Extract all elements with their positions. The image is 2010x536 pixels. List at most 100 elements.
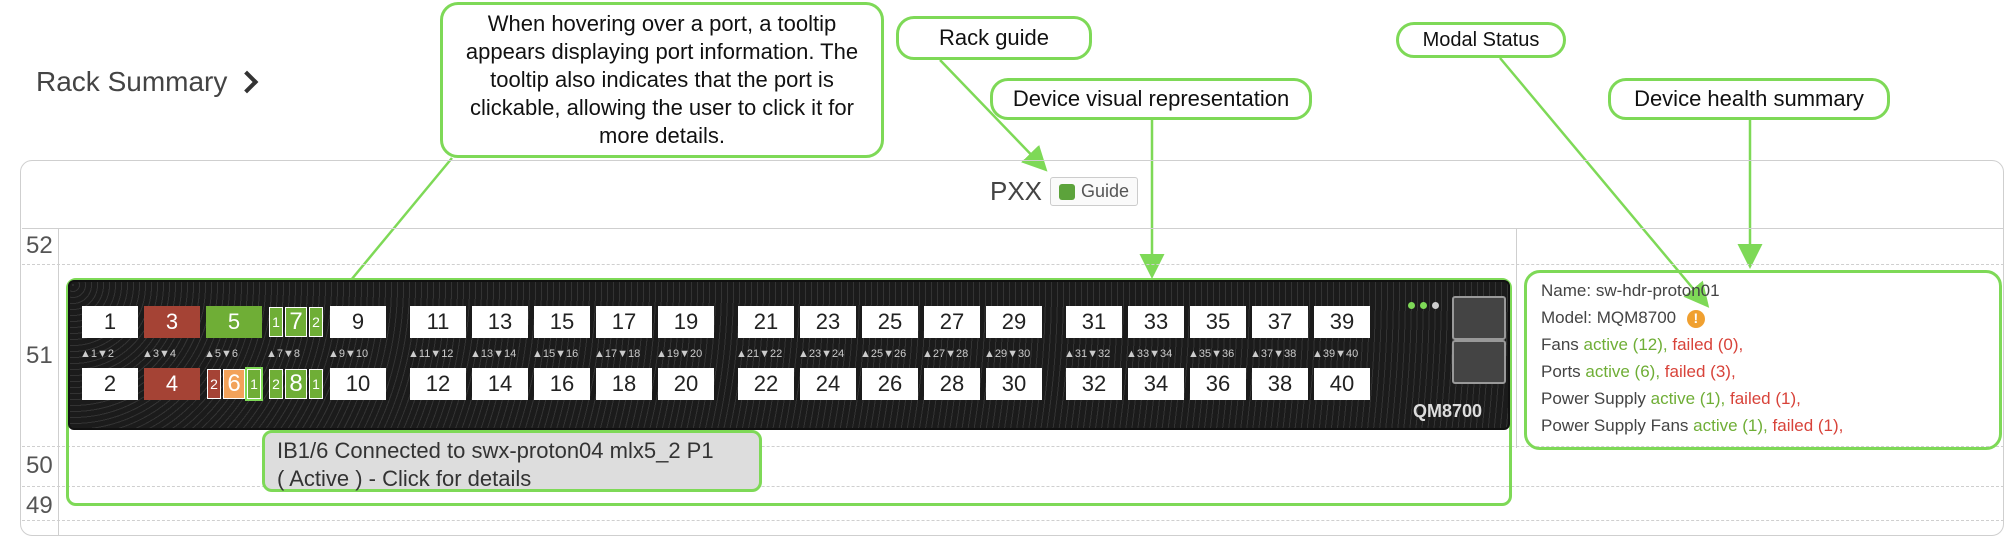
chevron-right-icon [236,70,259,94]
port-lane[interactable]: 1 [309,369,323,399]
port-pair-label: ▲1▼2 [80,348,115,360]
port-12[interactable]: 12 [410,368,466,400]
power-supply-failed: failed (1), [1730,389,1801,408]
port-lane[interactable]: 1 [269,307,283,337]
health-psf-row: Power Supply Fans active (1), failed (1)… [1541,412,1985,439]
port-pair-label: ▲17▼18 [594,348,641,360]
port-22[interactable]: 22 [738,368,794,400]
port-40[interactable]: 40 [1314,368,1370,400]
port-5[interactable]: 5 [206,306,262,338]
port-34[interactable]: 34 [1128,368,1184,400]
port-pair-label: ▲3▼4 [142,348,177,360]
port-pair-label: ▲9▼10 [328,348,369,360]
port-lane[interactable]: 2 [309,307,323,337]
callout-device-visual-text: Device visual representation [1012,86,1290,111]
port-19[interactable]: 19 [658,306,714,338]
model-label: Model: [1541,308,1593,327]
port-14[interactable]: 14 [472,368,528,400]
port-pair-label: ▲13▼14 [470,348,517,360]
power-supply-fans-active: active (1), [1693,416,1768,435]
ports-failed: failed (3), [1664,362,1736,381]
port-pair-label: ▲19▼20 [656,348,703,360]
rack-summary-title[interactable]: Rack Summary [36,66,259,98]
status-led [1408,302,1415,309]
port-lane[interactable]: 6 [223,369,245,399]
port-35[interactable]: 35 [1190,306,1246,338]
unit-column-divider [58,228,59,536]
port-38[interactable]: 38 [1252,368,1308,400]
health-name-row: Name: sw-hdr-proton01 [1541,277,1985,304]
callout-rack-guide: Rack guide [896,16,1092,60]
ports-label: Ports [1541,362,1581,381]
port-lane[interactable]: 8 [285,369,307,399]
callout-tooltip-note: When hovering over a port, a tooltip app… [440,2,884,158]
puzzle-icon [1059,183,1076,200]
port-pair-label: ▲25▼26 [860,348,907,360]
port-24[interactable]: 24 [800,368,856,400]
tooltip-line-2: ( Active ) - Click for details [277,466,532,491]
name-value: sw-hdr-proton01 [1595,281,1720,300]
console-port-icon [1452,340,1506,384]
port-31[interactable]: 31 [1066,306,1122,338]
port-pair-label: ▲7▼8 [266,348,301,360]
port-1[interactable]: 1 [82,306,138,338]
callout-health-summary-text: Device health summary [1634,86,1864,111]
unit-label-49: 49 [26,492,53,519]
port-11[interactable]: 11 [410,306,466,338]
port-29[interactable]: 29 [986,306,1042,338]
port-16[interactable]: 16 [534,368,590,400]
port-lane[interactable]: 2 [207,369,221,399]
port-21[interactable]: 21 [738,306,794,338]
port-30[interactable]: 30 [986,368,1042,400]
port-pair-label: ▲33▼34 [1126,348,1173,360]
unit-label-51: 51 [26,342,53,369]
warning-icon[interactable]: ! [1686,309,1705,328]
port-36[interactable]: 36 [1190,368,1246,400]
ports-active: active (6), [1585,362,1661,381]
rack-divider [22,228,2004,229]
port-3[interactable]: 3 [144,306,200,338]
device-health-panel: Name: sw-hdr-proton01 Model: MQM8700 ! F… [1524,270,2002,450]
port-17[interactable]: 17 [596,306,652,338]
port-25[interactable]: 25 [862,306,918,338]
rack-name: PXX [990,176,1043,206]
port-33[interactable]: 33 [1128,306,1184,338]
port-9[interactable]: 9 [330,306,386,338]
port-39[interactable]: 39 [1314,306,1370,338]
port-pair-label: ▲23▼24 [798,348,845,360]
port-2[interactable]: 2 [82,368,138,400]
port-18[interactable]: 18 [596,368,652,400]
page-title-text: Rack Summary [36,66,228,97]
port-10[interactable]: 10 [330,368,386,400]
rack-header: PXX Guide [990,176,1139,207]
port-23[interactable]: 23 [800,306,856,338]
port-27[interactable]: 27 [924,306,980,338]
health-model-row: Model: MQM8700 ! [1541,304,1985,331]
power-supply-fans-failed: failed (1), [1772,416,1844,435]
port-4[interactable]: 4 [144,368,200,400]
guide-button-label: Guide [1081,181,1130,201]
port-pair-label: ▲35▼36 [1188,348,1235,360]
model-value: MQM8700 [1596,308,1677,327]
port-lane[interactable]: 2 [269,369,283,399]
port-lane[interactable]: 1 [245,367,263,401]
guide-button[interactable]: Guide [1050,177,1139,206]
port-tooltip[interactable]: IB1/6 Connected to swx-proton04 mlx5_2 P… [262,430,762,492]
port-32[interactable]: 32 [1066,368,1122,400]
management-port-icon [1452,296,1506,340]
port-13[interactable]: 13 [472,306,528,338]
port-37[interactable]: 37 [1252,306,1308,338]
port-20[interactable]: 20 [658,368,714,400]
panel-column-divider [1516,228,1517,448]
port-pair-label: ▲11▼12 [408,348,454,360]
port-26[interactable]: 26 [862,368,918,400]
port-28[interactable]: 28 [924,368,980,400]
port-lane[interactable]: 7 [285,307,307,337]
callout-rack-guide-text: Rack guide [938,25,1050,50]
port-pair-label: ▲5▼6 [204,348,239,360]
port-15[interactable]: 15 [534,306,590,338]
